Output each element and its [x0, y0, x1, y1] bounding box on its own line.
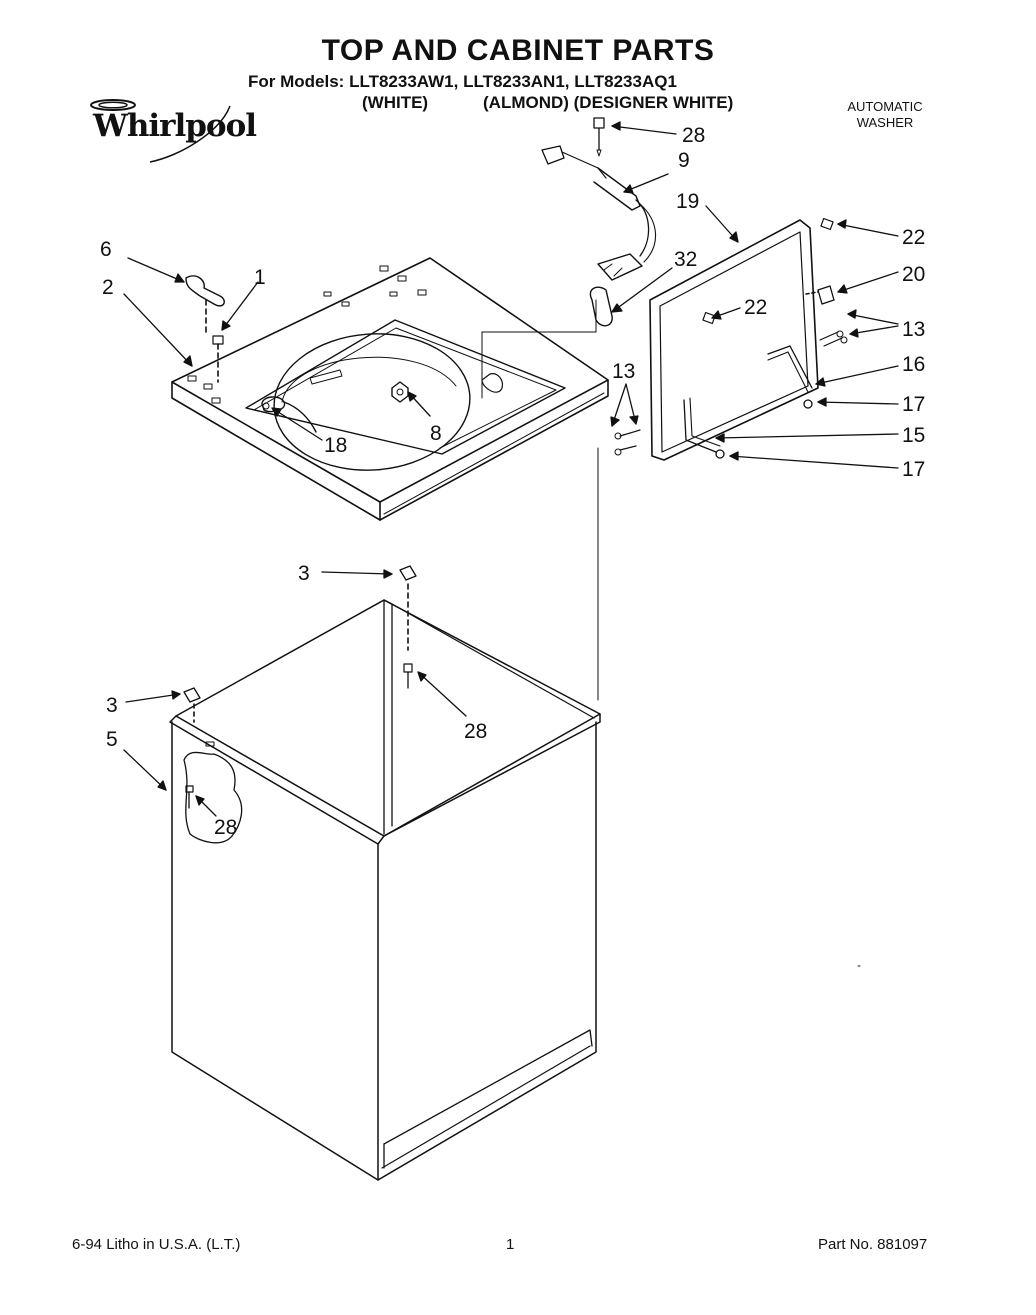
models-label: For Models: — [248, 72, 345, 91]
callout-13a: 13 — [902, 318, 925, 341]
callout-numbers: 28 9 19 6 2 1 32 22 22 20 13 16 17 13 15… — [100, 124, 925, 839]
callout-15: 15 — [902, 424, 925, 447]
models-list: LLT8233AW1, LLT8233AN1, LLT8233AQ1 — [349, 72, 677, 91]
bracket-part-20 — [805, 285, 835, 305]
callout-28b: 28 — [464, 720, 487, 743]
callout-18: 18 — [324, 434, 347, 457]
lid-part-19 — [649, 219, 819, 461]
callout-28a: 28 — [682, 124, 705, 147]
screw-part-28-top — [593, 117, 605, 157]
page-title: TOP AND CABINET PARTS — [321, 34, 715, 67]
lid-switch-part-9 — [541, 145, 657, 281]
clip-part-3-left — [183, 687, 201, 723]
bushing-part-17b — [715, 449, 725, 459]
callout-32: 32 — [674, 248, 697, 271]
actuator-part-32 — [481, 286, 613, 399]
brand-name: Whirlpool — [93, 108, 257, 144]
screw-part-13-right — [819, 330, 848, 347]
machine-type-line1: AUTOMATIC — [847, 99, 923, 114]
color-white: (WHITE) — [362, 93, 429, 112]
whirlpool-logo — [80, 92, 240, 172]
screw-part-13-left — [614, 429, 641, 456]
callout-19: 19 — [676, 190, 699, 213]
bumper-part-22a — [820, 217, 834, 231]
callout-8: 8 — [430, 422, 442, 445]
bumper-part-22b — [702, 311, 716, 325]
callout-3a: 3 — [298, 562, 310, 585]
models-line: For Models: LLT8233AW1, LLT8233AN1, LLT8… — [248, 72, 677, 92]
callout-5: 5 — [106, 728, 118, 751]
callout-28c: 28 — [214, 816, 237, 839]
washer-top-panel — [171, 257, 609, 521]
part-number: Part No. 881097 — [818, 1236, 928, 1253]
hose-part-18 — [261, 396, 317, 433]
clip-part-3-right — [399, 565, 417, 651]
callout-20: 20 — [902, 263, 925, 286]
callout-16: 16 — [902, 353, 925, 376]
screw-part-1 — [205, 299, 224, 383]
bushing-part-17a — [803, 399, 813, 409]
callout-17b: 17 — [902, 458, 925, 481]
hinge-part-16 — [767, 345, 813, 393]
callout-6: 6 — [100, 238, 112, 261]
callout-22b: 22 — [744, 296, 767, 319]
hinge-part-15 — [683, 397, 721, 453]
machine-type-line2: WASHER — [856, 115, 914, 130]
leader-lines — [123, 121, 899, 817]
logo-swirl-icon — [90, 99, 231, 163]
litho-note: 6-94 Litho in U.S.A. (L.T.) — [72, 1236, 241, 1253]
callout-22a: 22 — [902, 226, 925, 249]
callout-17a: 17 — [902, 393, 925, 416]
callout-13b: 13 — [612, 360, 635, 383]
screw-part-28-cutaway — [185, 785, 194, 809]
callout-2: 2 — [102, 276, 114, 299]
clip-part-6 — [185, 275, 225, 307]
cabinet-part-5 — [169, 599, 601, 1181]
callout-3b: 3 — [106, 694, 118, 717]
page-number: 1 — [506, 1236, 515, 1253]
nut-part-8 — [391, 381, 409, 403]
color-others: (ALMOND) (DESIGNER WHITE) — [483, 93, 734, 112]
callout-1: 1 — [254, 266, 266, 289]
screw-part-28-cabinet — [403, 663, 413, 689]
callout-9: 9 — [678, 149, 690, 172]
